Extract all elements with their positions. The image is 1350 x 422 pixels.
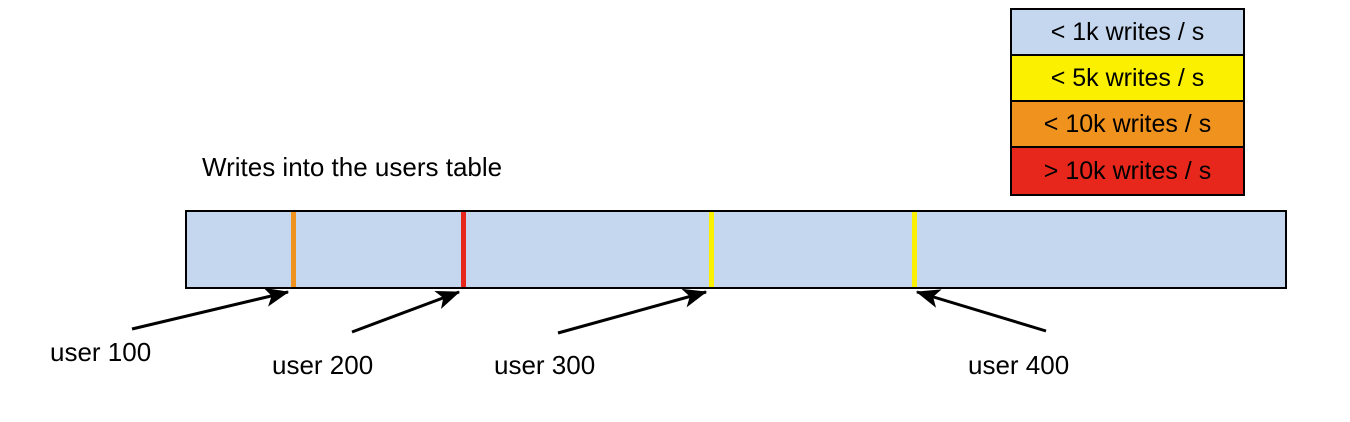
hot-row-stripe-user-400 — [912, 212, 917, 287]
callout-label-user-400: user 400 — [968, 350, 1070, 380]
legend-label-under-5k: < 5k writes / s — [1050, 64, 1205, 92]
arrow-user-400 — [915, 289, 1047, 333]
legend-row-under-1k: < 1k writes / s — [1012, 10, 1243, 56]
legend-label-over-10k: > 10k writes / s — [1043, 157, 1212, 185]
hot-row-stripe-user-100 — [291, 212, 296, 287]
legend: < 1k writes / s < 5k writes / s < 10k wr… — [1010, 8, 1245, 196]
chart-title: Writes into the users table — [202, 152, 503, 182]
callout-label-user-200: user 200 — [272, 350, 374, 380]
arrow-user-300 — [557, 288, 708, 335]
legend-row-over-10k: > 10k writes / s — [1012, 148, 1243, 194]
legend-label-under-10k: < 10k writes / s — [1043, 110, 1212, 138]
arrow-user-200 — [351, 290, 461, 334]
legend-label-under-1k: < 1k writes / s — [1050, 18, 1205, 46]
callout-label-user-100: user 100 — [50, 337, 152, 367]
arrow-user-100 — [131, 287, 290, 331]
legend-row-under-5k: < 5k writes / s — [1012, 56, 1243, 102]
hot-row-stripe-user-300 — [709, 212, 714, 287]
callout-label-user-300: user 300 — [494, 350, 596, 380]
hot-row-stripe-user-200 — [461, 212, 466, 287]
legend-row-under-10k: < 10k writes / s — [1012, 102, 1243, 148]
users-table-bar — [185, 210, 1287, 289]
